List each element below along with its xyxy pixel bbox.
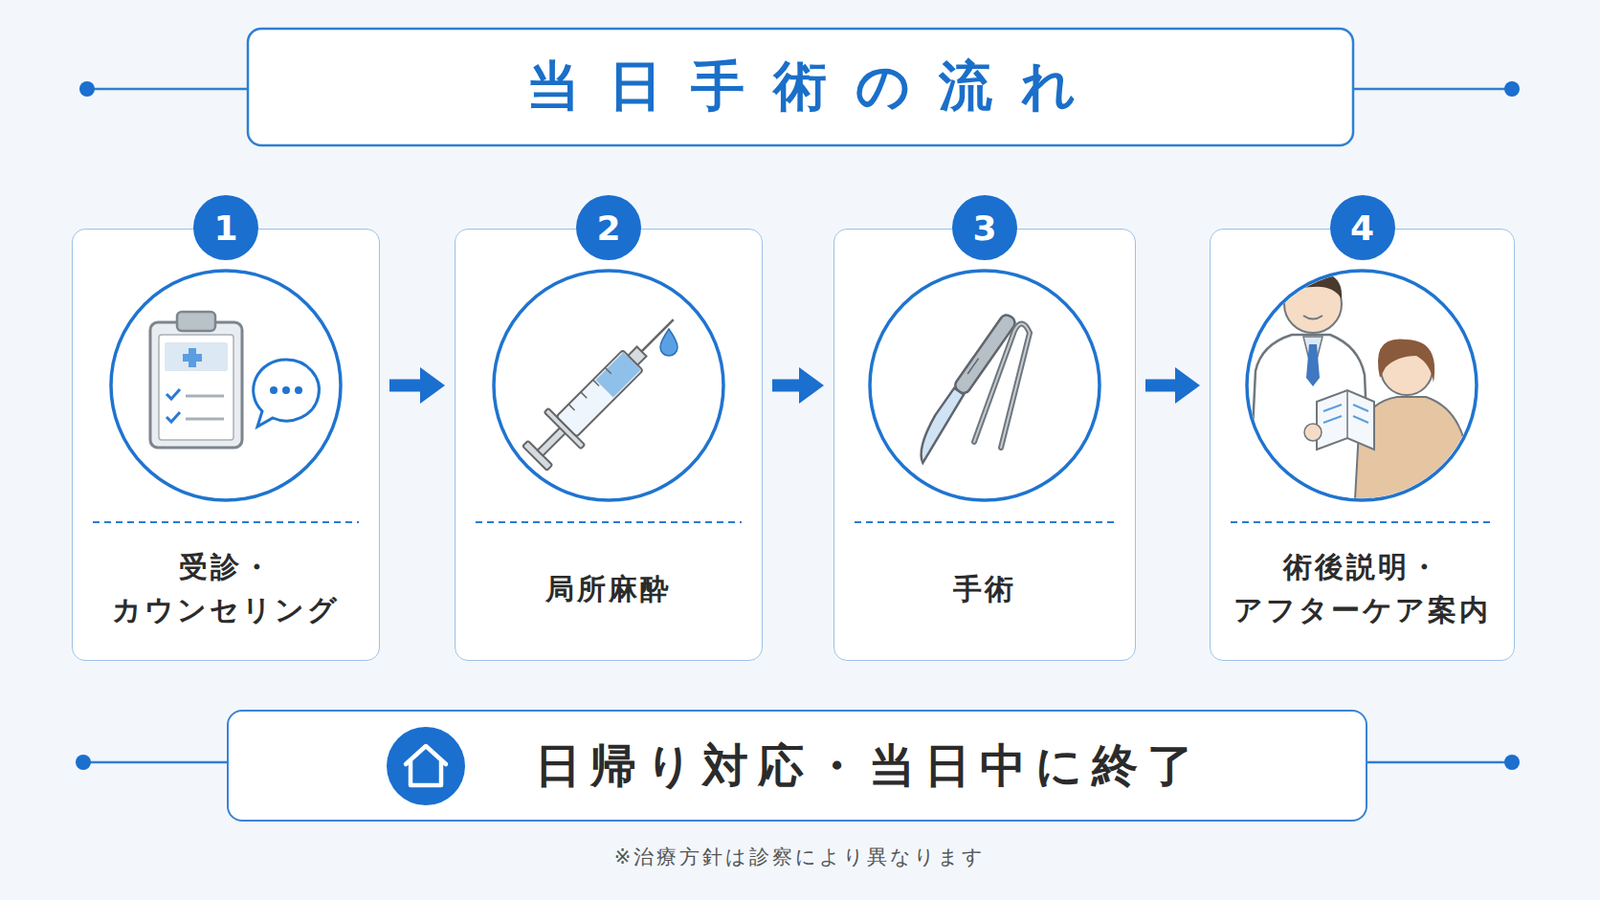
step-label: 受診・ カウンセリング [96,545,356,632]
card-text-area: 術後説明・ アフターケア案内 [1210,535,1514,642]
title-text: 当日手術の流れ [526,50,1105,124]
title-frame [79,28,1520,146]
card-text-area: 手術 [834,535,1135,642]
step-number-text: 3 [972,208,997,248]
footnote-area: ※治療方針は診察により異なります [0,844,1600,871]
speech-bubble-icon [253,359,320,427]
card-grounds [71,228,1515,662]
step-card: 受診・ カウンセリング1 [71,228,380,662]
step-number-text: 4 [1350,208,1375,248]
summary-band: 日帰り対応・当日中に終了 [226,710,1368,823]
tweezers-icon [974,323,1030,448]
step-label: 局所麻酔 [479,567,738,611]
step-number-text: 2 [596,208,621,248]
house-icon [386,727,466,806]
flow-arrow [389,367,445,404]
flow-arrow [1145,367,1200,404]
step-number: 4 [1330,195,1396,261]
band-frame [75,710,1520,823]
arrow-head [1175,367,1200,404]
arrow-shaft [389,379,423,393]
step-card: 術後説明・ アフターケア案内4 [1209,228,1515,662]
arrow-head [420,367,445,404]
footnote: ※治療方針は診察により異なります [0,844,1600,871]
card-text-area: 受診・ カウンセリング [72,535,379,642]
flow-arrow [772,367,824,404]
step-number-text: 1 [213,208,238,248]
arrow-head [799,367,824,404]
step-number: 3 [952,195,1018,261]
arrow-shaft [1145,379,1178,393]
card-text-area: 局所麻酔 [455,535,762,642]
step-card: 局所麻酔2 [454,228,763,662]
step-card: 手術3 [833,228,1136,662]
syringe-icon [516,301,692,477]
arrow-shaft [772,379,801,393]
consultation-illustration [1248,271,1474,517]
step-number: 1 [193,195,259,261]
title-box: 当日手術の流れ [247,28,1354,146]
step-label: 術後説明・ アフターケア案内 [1233,545,1492,632]
clipboard-icon [150,311,243,448]
drop-icon [660,329,678,356]
step-number: 2 [576,195,642,261]
dashed-dividers [92,521,1494,524]
band-text: 日帰り対応・当日中に終了 [534,735,1203,798]
step-label: 手術 [855,567,1114,611]
